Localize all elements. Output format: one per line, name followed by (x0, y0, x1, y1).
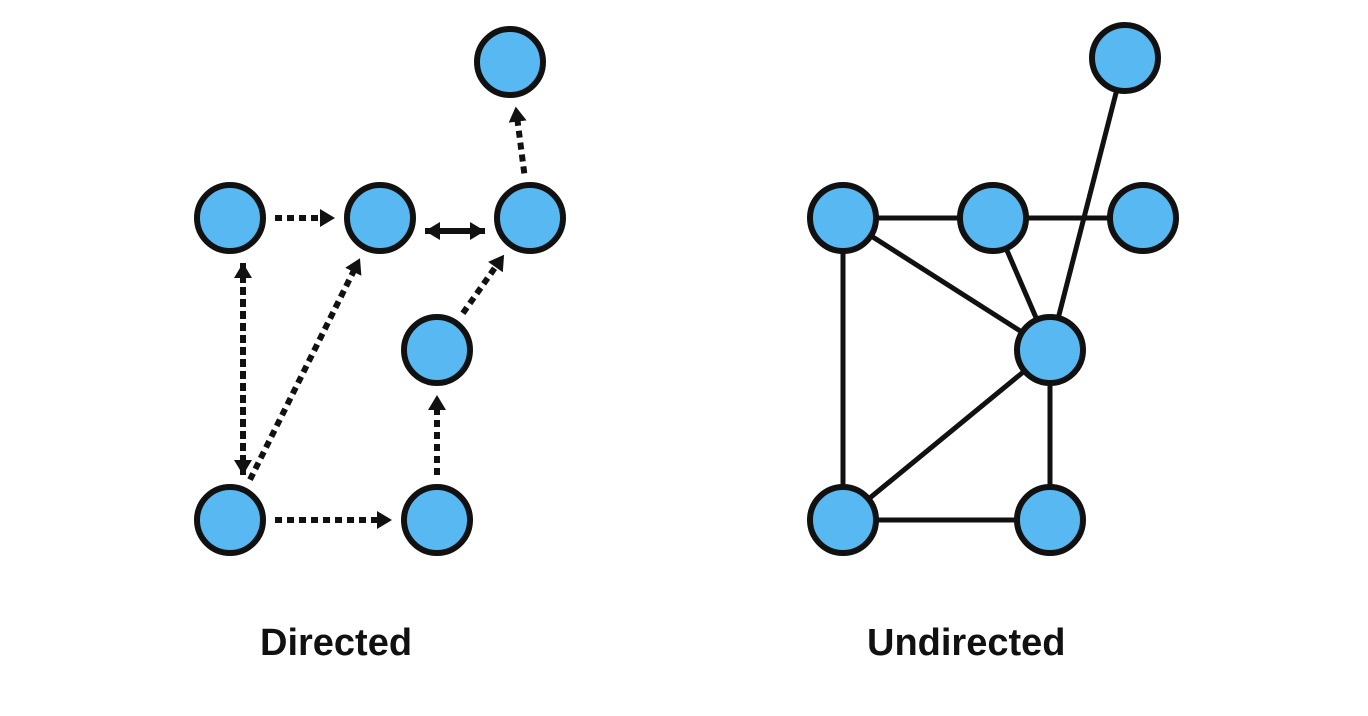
undirected-node-v (1014, 484, 1086, 556)
directed-edge-c-b (425, 222, 485, 240)
directed-node-e (194, 484, 266, 556)
directed-node-b (344, 182, 416, 254)
directed-node-a (194, 182, 266, 254)
directed-edge-a-b (275, 209, 335, 227)
undirected-edge-s-t (1047, 57, 1128, 351)
directed-node-g (401, 314, 473, 386)
undirected-node-q (957, 182, 1029, 254)
undirected-edge-t-u (841, 348, 1052, 522)
directed-edge-f-g (428, 395, 446, 475)
directed-edge-g-c (460, 254, 505, 315)
undirected-edge-p-t (841, 215, 1052, 353)
directed-edge-e-b (247, 258, 362, 482)
undirected-caption: Undirected (867, 622, 1066, 664)
directed-node-f (401, 484, 473, 556)
directed-edge-c-d (508, 106, 528, 174)
directed-edge-b-c (425, 222, 485, 240)
directed-node-d (474, 26, 546, 98)
directed-edge-e-a (234, 263, 252, 475)
undirected-node-u (807, 484, 879, 556)
directed-caption: Directed (260, 622, 413, 664)
directed-graph (194, 26, 566, 556)
undirected-node-p (807, 182, 879, 254)
undirected-node-t (1014, 314, 1086, 386)
directed-node-c (494, 182, 566, 254)
undirected-node-r (1107, 182, 1179, 254)
undirected-node-s (1089, 22, 1161, 94)
undirected-graph (807, 22, 1179, 556)
directed-edge-e-f (275, 511, 392, 529)
